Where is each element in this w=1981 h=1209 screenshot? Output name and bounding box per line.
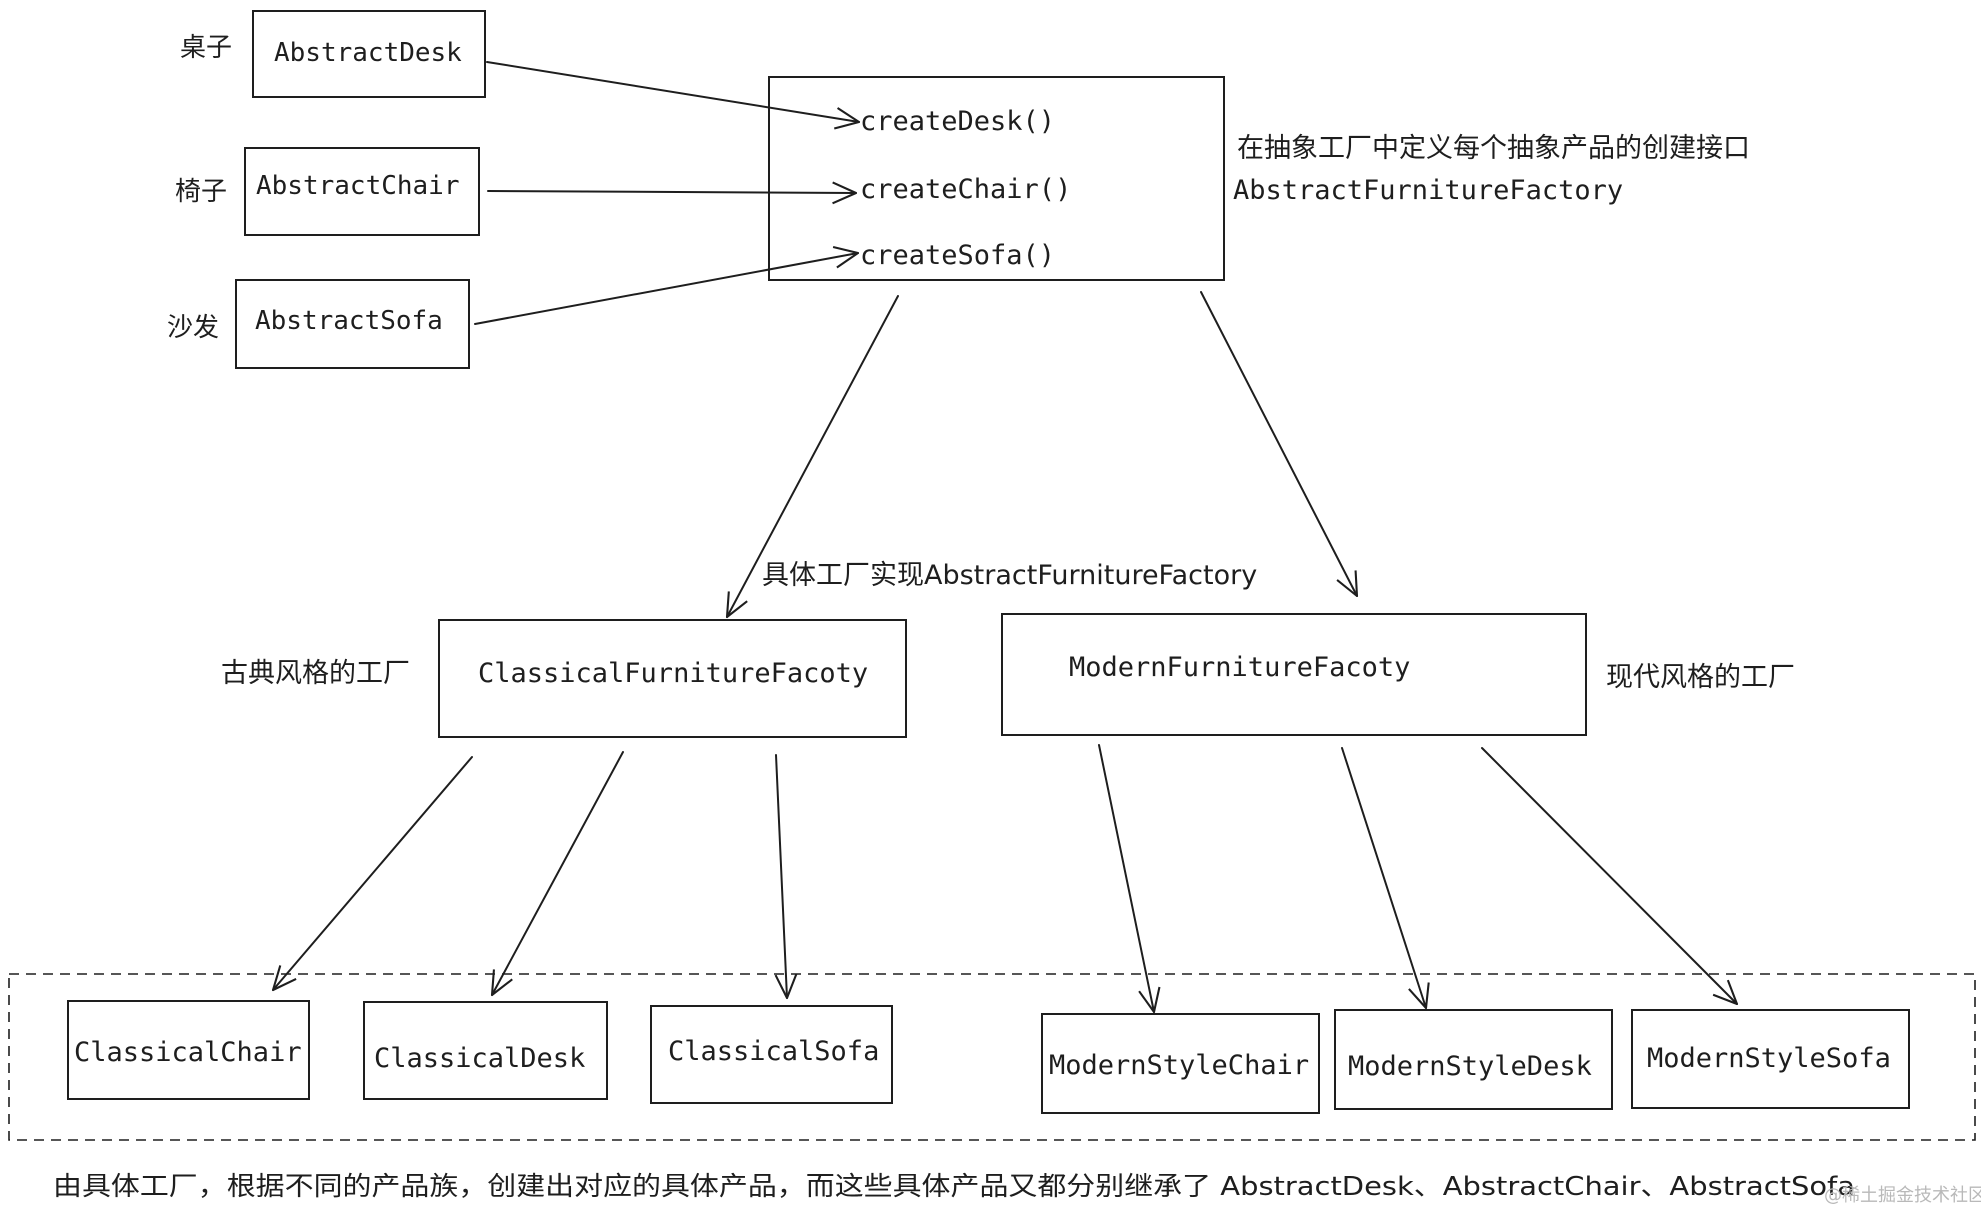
- abstract-chair-name: AbstractChair: [256, 171, 460, 201]
- sofa-label: 沙发: [167, 313, 219, 343]
- modern-sofa-box: [1631, 1009, 1910, 1109]
- arrow-abstract-to-classical: [725, 295, 899, 619]
- product-group-dashed-box: [8, 973, 1976, 1141]
- arrow-abstract-to-modern: [1200, 291, 1359, 598]
- modern-chair-name: ModernStyleChair: [1049, 1050, 1309, 1081]
- modern-chair-box: [1041, 1013, 1320, 1114]
- arrow-classical-to-sofa: [774, 754, 798, 1000]
- abstract-factory-box: [768, 76, 1225, 281]
- arrow-desk-to-create-desk: [486, 61, 861, 130]
- arrow-chair-to-create-chair: [487, 181, 858, 205]
- summary-text: 由具体工厂，根据不同的产品族，创建出对应的具体产品，而这些具体产品又都分别继承了…: [53, 1172, 1855, 1202]
- classical-factory-box: [438, 619, 907, 738]
- classical-chair-box: [67, 1000, 310, 1100]
- abstract-chair-box: [244, 147, 480, 236]
- classical-sofa-name: ClassicalSofa: [668, 1036, 879, 1067]
- arrow-classical-to-desk: [490, 751, 624, 997]
- modern-factory-name: ModernFurnitureFacoty: [1069, 652, 1410, 683]
- method-create-chair: createChair(): [860, 174, 1071, 205]
- method-create-sofa: createSofa(): [860, 240, 1055, 271]
- implements-note: 具体工厂实现AbstractFurnitureFactory: [762, 560, 1257, 591]
- abstract-desk-node: AbstractDesk: [252, 10, 486, 98]
- abstract-desk-box: [252, 10, 486, 98]
- chair-label: 椅子: [175, 177, 227, 207]
- modern-desk-box: [1334, 1009, 1613, 1110]
- arrow-modern-to-chair: [1098, 744, 1161, 1014]
- modern-factory-label: 现代风格的工厂: [1606, 662, 1795, 693]
- classical-desk-box: [363, 1001, 608, 1100]
- arrow-classical-to-chair: [271, 756, 473, 992]
- arrow-modern-to-sofa: [1481, 747, 1739, 1006]
- method-create-desk: createDesk(): [860, 106, 1055, 137]
- abstract-desk-name: AbstractDesk: [274, 38, 462, 68]
- arrow-modern-to-desk: [1341, 747, 1430, 1010]
- desk-label: 桌子: [180, 33, 232, 63]
- modern-sofa-name: ModernStyleSofa: [1647, 1043, 1891, 1074]
- classical-desk-name: ClassicalDesk: [374, 1043, 585, 1074]
- abstract-factory-note: 在抽象工厂中定义每个抽象产品的创建接口: [1237, 133, 1750, 164]
- abstract-sofa-name: AbstractSofa: [255, 306, 443, 336]
- modern-factory-box: [1001, 613, 1587, 736]
- classical-factory-label: 古典风格的工厂: [221, 658, 410, 689]
- arrow-sofa-to-create-sofa: [474, 246, 860, 325]
- classical-factory-name: ClassicalFurnitureFacoty: [478, 658, 868, 689]
- abstract-sofa-node: AbstractSofa: [235, 279, 470, 369]
- abstract-chair-node: AbstractChair: [244, 147, 480, 236]
- modern-desk-name: ModernStyleDesk: [1348, 1051, 1592, 1082]
- classical-chair-name: ClassicalChair: [74, 1037, 302, 1068]
- watermark: @稀土掘金技术社区: [1824, 1185, 1981, 1206]
- abstract-factory-name: AbstractFurnitureFactory: [1233, 175, 1623, 206]
- classical-sofa-box: [650, 1005, 893, 1104]
- abstract-sofa-box: [235, 279, 470, 369]
